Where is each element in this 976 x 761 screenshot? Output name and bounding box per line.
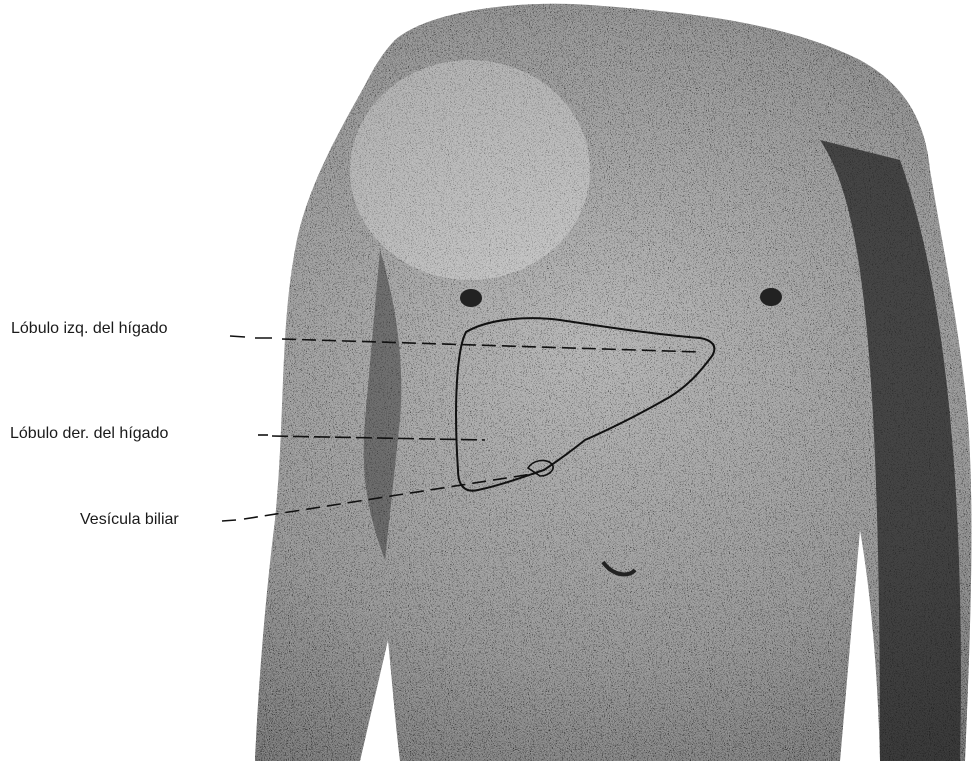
leader-left-lobe-a [230,336,245,337]
label-right-lobe: Lóbulo der. del hígado [10,425,168,443]
label-left-lobe: Lóbulo izq. del hígado [11,320,168,338]
leader-gallbladder-a [222,520,236,521]
label-gallbladder: Vesícula biliar [80,511,179,529]
